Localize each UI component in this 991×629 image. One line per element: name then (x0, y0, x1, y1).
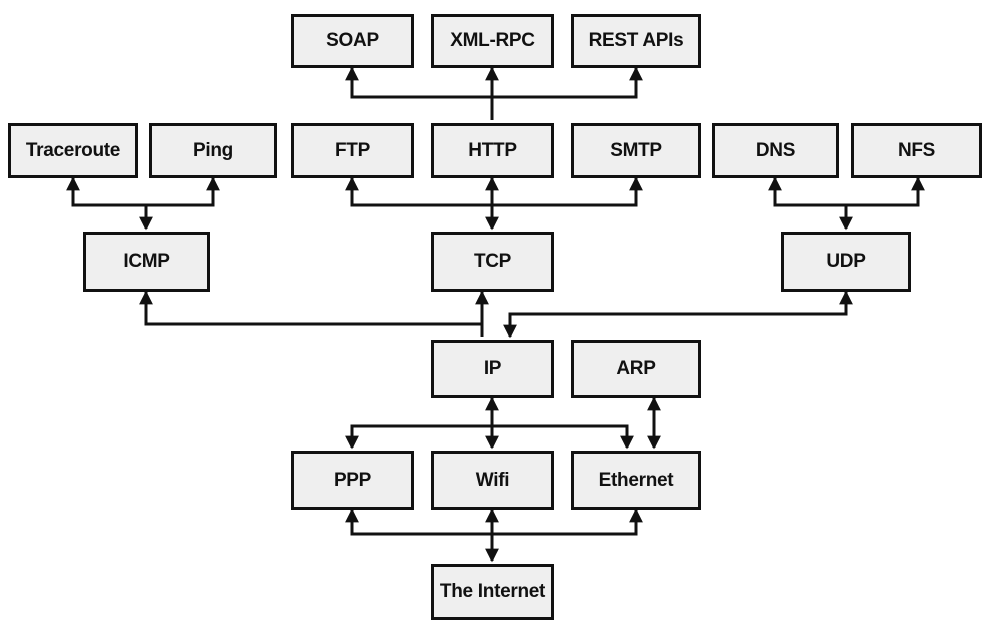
ethernet-box: Ethernet (571, 451, 701, 510)
udp-box: UDP (781, 232, 911, 292)
smtp-box: SMTP (571, 123, 701, 178)
ip-icmp-line (139, 290, 484, 337)
http-box: HTTP (431, 123, 554, 178)
udp-ip-line (503, 290, 853, 339)
traceroute-box: Traceroute (8, 123, 138, 178)
ip-box: IP (431, 340, 554, 398)
tcp-box: TCP (431, 232, 554, 292)
rest-apis-box: REST APIs (571, 14, 701, 68)
xml-rpc-box: XML-RPC (431, 14, 554, 68)
nfs-box: NFS (851, 123, 982, 178)
ppp-ethernet-bus (345, 424, 634, 450)
dns-box: DNS (712, 123, 839, 178)
the-internet-box: The Internet (431, 564, 554, 620)
ping-box: Ping (149, 123, 277, 178)
soap-xmlrpc-rest-bus (345, 66, 643, 99)
traceroute-ping-bus (66, 176, 220, 207)
wifi-box: Wifi (431, 451, 554, 510)
arp-box: ARP (571, 340, 701, 398)
dns-nfs-bus (768, 176, 925, 207)
soap-box: SOAP (291, 14, 414, 68)
ppp-box: PPP (291, 451, 414, 510)
link-layer-bus (345, 508, 643, 536)
icmp-box: ICMP (83, 232, 210, 292)
ftp-box: FTP (291, 123, 414, 178)
ftp-smtp-bus (345, 176, 643, 207)
